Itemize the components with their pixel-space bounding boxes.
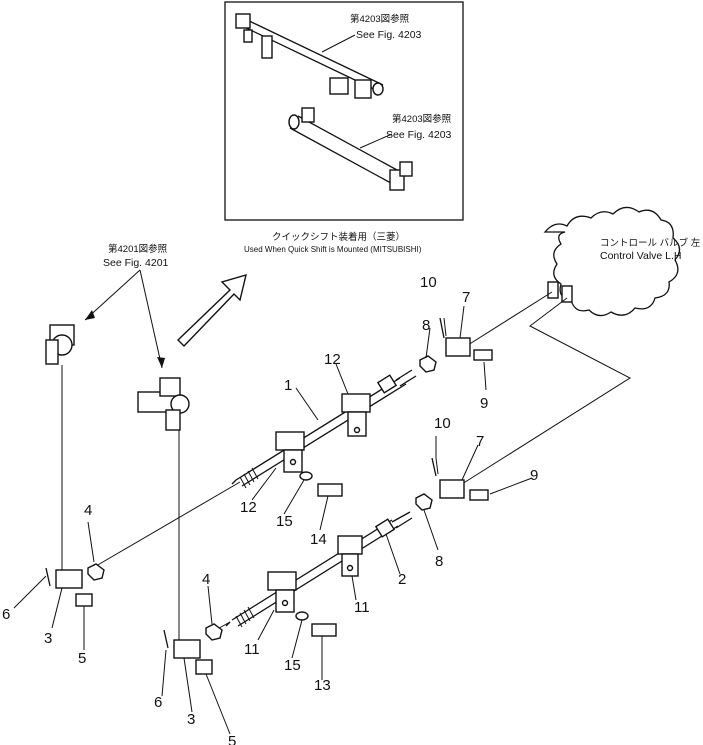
nut-4-center <box>205 623 223 641</box>
clevis-3-center <box>173 639 201 659</box>
fig4201-leader-a <box>84 269 141 321</box>
inset-caption-jp: クイックシフト装着用（三菱） <box>272 231 405 243</box>
pin-10-lower <box>431 457 437 477</box>
inset-leader-bottom <box>359 133 393 149</box>
inset-caption-en: Used When Quick Shift is Mounted (MITSUB… <box>244 245 422 254</box>
yoke-lower-right <box>337 535 363 577</box>
part-num-5-center: 5 <box>228 733 236 745</box>
yoke-upper-right <box>341 393 371 437</box>
part-num-10-upper: 10 <box>420 274 437 291</box>
part-num-1: 1 <box>284 377 292 394</box>
bolt-5-left <box>75 593 93 607</box>
part-num-3-center: 3 <box>187 711 195 728</box>
part-number-labels: 1 2 3 3 4 4 5 5 6 6 7 7 8 8 9 9 10 10 11… <box>2 274 538 745</box>
pin-6-left <box>45 567 51 587</box>
upper-right-hardware <box>419 317 493 373</box>
rod-lower <box>225 511 413 628</box>
center-bracket <box>137 377 190 431</box>
part-num-2: 2 <box>398 571 406 588</box>
part-num-12-lower: 12 <box>240 499 257 516</box>
inset-ref-en-bottom: See Fig. 4203 <box>386 129 452 141</box>
inset-leader-top <box>321 34 356 53</box>
nut-8-upper <box>419 355 437 373</box>
part-num-10-lower: 10 <box>434 415 451 432</box>
inset-ref-jp-bottom: 第4203図参照 <box>392 113 452 125</box>
pin-6-center <box>163 629 169 649</box>
control-valve-lh <box>543 206 681 317</box>
part-num-4-left: 4 <box>84 502 92 519</box>
leader-rod-upper-left <box>95 481 241 567</box>
part-num-14: 14 <box>310 531 327 548</box>
part-num-15-lower: 15 <box>284 657 301 674</box>
inset-ref-jp-top: 第4203図参照 <box>350 13 410 25</box>
washer-15-upper <box>299 471 313 481</box>
fig4201-ref-en: See Fig. 4201 <box>103 257 169 269</box>
part-num-7-upper: 7 <box>462 289 470 306</box>
bolt-9-upper-head <box>473 349 493 361</box>
nut-4-left <box>87 563 105 581</box>
inset-lower-shaft <box>288 107 413 191</box>
inset-frame <box>224 1 464 221</box>
inset-upper-shaft <box>235 13 384 99</box>
washer-15-lower <box>295 611 309 621</box>
rod-lower-thread-left <box>225 606 255 628</box>
part-num-6-left: 6 <box>2 606 10 623</box>
leader-valve-lower <box>461 297 632 485</box>
nut-8-lower <box>415 493 433 511</box>
bolt-13 <box>311 623 337 637</box>
yoke-lower-left <box>267 571 297 613</box>
fig4201-leader-b <box>139 269 163 369</box>
clevis-7-upper <box>445 337 471 357</box>
lower-right-hardware <box>415 457 489 511</box>
control-valve-jp: コントロール バルブ 左 <box>600 237 701 249</box>
part-num-11-right: 11 <box>354 599 370 616</box>
center-bottom-hardware <box>163 623 223 675</box>
part-num-8-upper: 8 <box>422 317 430 334</box>
bolt-9-lower-head <box>469 489 489 501</box>
part-num-6-center: 6 <box>154 694 162 711</box>
bolt-5-center <box>195 659 213 675</box>
direction-arrow <box>177 273 247 347</box>
callout-leaders <box>13 305 533 735</box>
control-valve-en: Control Valve L.H <box>600 250 682 262</box>
left-bottom-hardware <box>45 563 105 607</box>
part-num-13: 13 <box>314 677 331 694</box>
rod-lower-thread-right <box>374 511 413 538</box>
upper-fasteners <box>299 471 343 497</box>
clevis-7-lower <box>439 479 465 499</box>
rod-upper-thread-left <box>231 467 259 489</box>
part-num-4-center: 4 <box>202 571 210 588</box>
part-num-8-lower: 8 <box>435 553 443 570</box>
part-num-5-left: 5 <box>78 650 86 667</box>
part-num-9-upper: 9 <box>480 395 488 412</box>
inset-ref-en-top: See Fig. 4203 <box>356 29 422 41</box>
bolt-14 <box>317 483 343 497</box>
part-num-3-left: 3 <box>44 630 52 647</box>
rod-upper <box>231 369 417 489</box>
part-num-15-upper: 15 <box>276 513 293 530</box>
rod-upper-thread-right <box>376 369 417 394</box>
clevis-3-left <box>55 569 83 589</box>
leader-valve-upper <box>467 291 553 346</box>
yoke-upper-left <box>275 431 305 473</box>
left-bracket-upper <box>45 324 75 365</box>
quick-shift-inset: 第4203図参照 See Fig. 4203 第4203図参照 See Fig.… <box>224 1 464 221</box>
pin-10-upper <box>439 317 445 339</box>
part-num-7-lower: 7 <box>476 433 484 450</box>
lower-fasteners <box>295 611 337 637</box>
part-num-12-upper: 12 <box>324 351 341 368</box>
part-num-11-left: 11 <box>244 641 260 658</box>
fig4201-ref-jp: 第4201図参照 <box>108 243 168 255</box>
part-num-9-lower: 9 <box>530 467 538 484</box>
